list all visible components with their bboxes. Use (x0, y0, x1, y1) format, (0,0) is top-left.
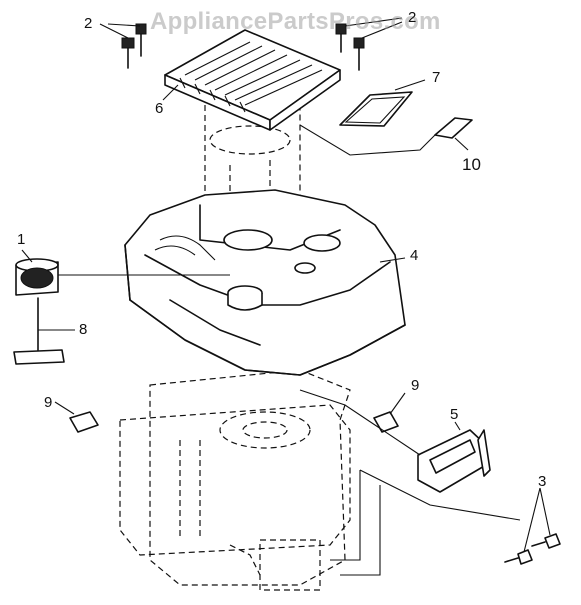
leaders (45, 84, 406, 331)
callout-8: 8 (79, 321, 88, 338)
callout-4: 4 (410, 247, 419, 264)
callout-5: 5 (450, 406, 459, 423)
decal-7 (339, 79, 426, 127)
callout-7: 7 (432, 69, 441, 86)
callout-9-left: 9 (44, 394, 53, 411)
callout-2-left: 2 (84, 15, 93, 32)
gauge-1 (15, 249, 230, 296)
label-10 (299, 117, 473, 156)
callout-6: 6 (155, 100, 164, 117)
callout-9-right: 9 (411, 377, 420, 394)
bumper-9-right (373, 392, 406, 433)
hood (124, 189, 406, 376)
screws-3 (330, 469, 561, 576)
callout-1: 1 (17, 231, 26, 248)
callout-2-right: 2 (408, 9, 417, 26)
bracket-5 (299, 389, 491, 493)
bumper-9-left (54, 401, 99, 433)
callout-3: 3 (538, 473, 547, 490)
bolts-2 (99, 17, 403, 71)
dipstick-8 (13, 297, 72, 365)
callout-10: 10 (462, 155, 481, 174)
watermark-text: AppliancePartsPros.com (150, 8, 441, 35)
grille (164, 29, 341, 131)
